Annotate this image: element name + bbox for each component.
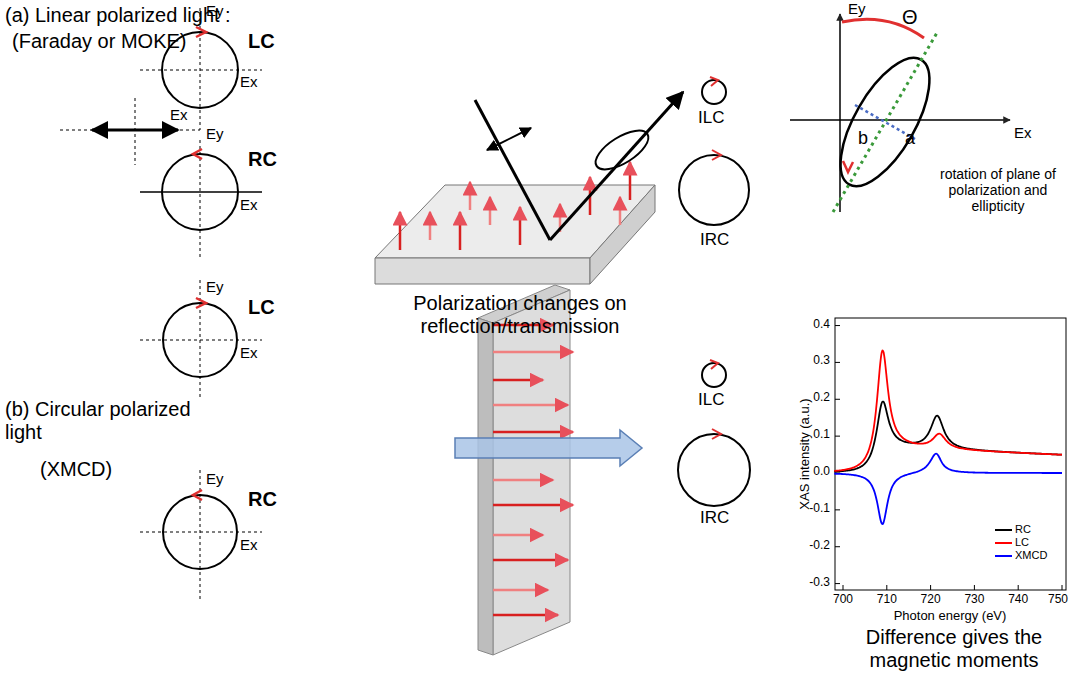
text-label: Θ (902, 6, 918, 29)
tick (974, 585, 975, 590)
moment-arrow (493, 479, 553, 482)
tick-label: 0.1 (813, 428, 830, 442)
text-label: Ex (240, 344, 258, 361)
tick (1062, 585, 1063, 590)
moment-arrow (493, 379, 543, 382)
xas-chart (834, 318, 1066, 590)
moment-arrow (459, 212, 462, 250)
legend-entry (995, 543, 1012, 544)
text-label: IRC (700, 508, 729, 528)
output-circles-a (679, 77, 749, 225)
text-label: (Faraday or MOKE) (12, 30, 186, 53)
magnetic-slab-a (375, 92, 683, 284)
tick-label: 720 (921, 593, 941, 607)
legend-label: XMCD (1015, 549, 1047, 562)
tick-label: 0.2 (813, 391, 830, 405)
tick (1018, 585, 1019, 590)
moment-arrow (493, 534, 543, 537)
text-label: XAS intensity (a.u.) (798, 398, 813, 509)
text-label: (a) Linear polarized light : (5, 4, 231, 27)
text-label: a (905, 128, 915, 149)
text-label: Polarization changes on reflection/trans… (395, 292, 645, 338)
text-label: RC (248, 488, 277, 511)
moment-arrow (493, 614, 558, 617)
tick-label: 740 (1008, 593, 1028, 607)
moment-arrow (619, 197, 622, 225)
text-label: RC (248, 148, 277, 171)
moment-arrow (469, 182, 472, 210)
tick-label: -0.3 (809, 576, 830, 590)
tick-label: 0.4 (813, 318, 830, 332)
legend-swatch (995, 529, 1012, 531)
tick-label: 0.3 (813, 354, 830, 368)
tick-label: 700 (833, 593, 853, 607)
moment-arrow (493, 589, 548, 592)
text-label: IRC (700, 230, 729, 250)
text-label: Ey (206, 125, 224, 142)
text-label: Ex (170, 106, 188, 123)
tick-label: 710 (877, 593, 897, 607)
text-label: (b) Circular polarized light (5, 398, 220, 444)
tick-label: 730 (964, 593, 984, 607)
moment-arrow (629, 162, 632, 200)
spectrum-curve (834, 350, 1062, 471)
tick-label: -0.1 (809, 502, 830, 516)
text-label: ILC (698, 108, 724, 128)
output-circles-b (678, 360, 750, 506)
legend-label: LC (1015, 536, 1029, 549)
text-label: Ex (240, 536, 258, 553)
text-label: (XMCD) (40, 458, 112, 481)
tick (843, 585, 844, 590)
text-label: rotation of plane of polarization and el… (934, 166, 1062, 214)
moment-arrow (493, 504, 573, 507)
tick-label: 750 (1048, 593, 1068, 607)
text-label: Ey (206, 470, 224, 487)
text-label: Ey (206, 2, 224, 19)
moment-arrow (489, 197, 492, 225)
spectrum-curve (834, 402, 1062, 472)
text-label: Ey (206, 278, 224, 295)
text-label: Difference gives the magnetic moments (840, 626, 1068, 672)
text-label: Photon energy (eV) (894, 609, 1007, 624)
text-label: ILC (698, 390, 724, 410)
magnetic-slab-b (455, 285, 642, 655)
tick (835, 436, 840, 437)
linear-polarization (60, 98, 200, 165)
text-label: b (858, 128, 868, 149)
tick (835, 362, 840, 363)
rc-circle-a (140, 140, 262, 258)
moment-arrow (493, 351, 573, 354)
text-label: Ey (848, 0, 866, 17)
moment-arrow (519, 207, 522, 245)
tick-label: 0.0 (813, 465, 830, 479)
moment-arrow (399, 212, 402, 250)
moment-arrow (493, 431, 573, 434)
tick-label: -0.2 (809, 539, 830, 553)
lc-circle-a (140, 8, 262, 130)
tick (835, 583, 840, 584)
spectrum-curve (834, 454, 1062, 525)
tick (930, 585, 931, 590)
text-label: Ex (240, 73, 258, 90)
tick (835, 509, 840, 510)
moment-arrow (493, 559, 568, 562)
lc-circle-b (140, 280, 262, 400)
legend-entry (995, 556, 1012, 557)
tick (835, 546, 840, 547)
text-label: LC (248, 296, 275, 319)
legend-label: RC (1015, 523, 1031, 536)
legend-swatch (995, 542, 1012, 544)
tick (886, 585, 887, 590)
tick (835, 325, 840, 326)
rc-circle-b (140, 470, 262, 600)
legend-entry (995, 530, 1012, 531)
legend-swatch (995, 555, 1012, 557)
moment-arrow (429, 212, 432, 240)
text-label: Ex (1014, 124, 1032, 141)
text-label: LC (248, 30, 275, 53)
tick (835, 399, 840, 400)
moment-arrow (493, 404, 568, 407)
text-label: Ex (240, 196, 258, 213)
